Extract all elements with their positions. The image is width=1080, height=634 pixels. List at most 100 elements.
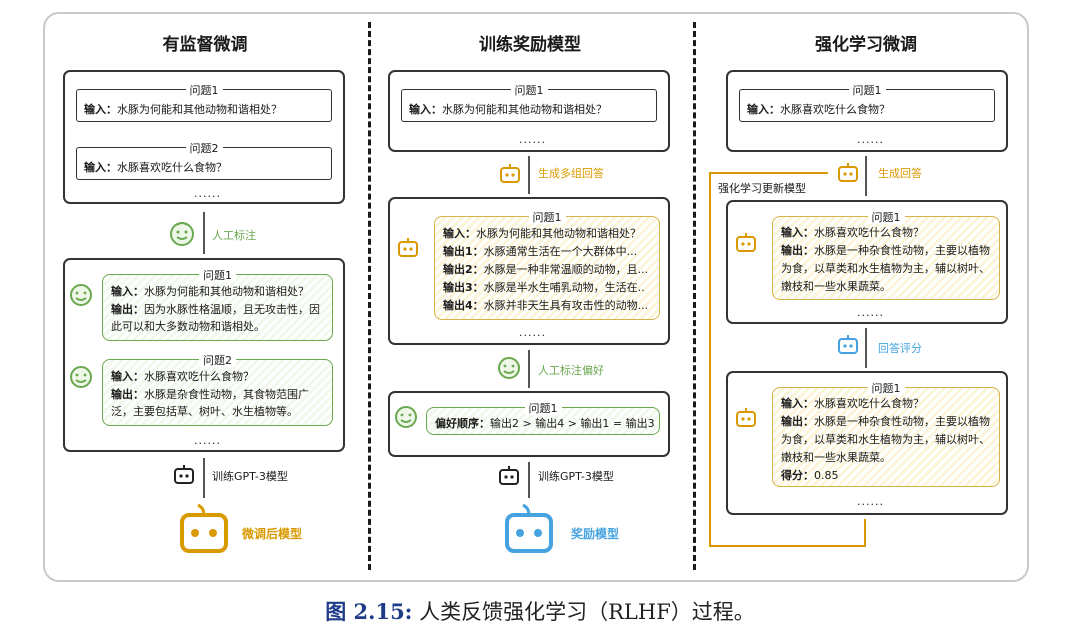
- sft-questions-box: 问题1 输入：水豚为何能和其他动物和谐相处？ 问题2 输入：水豚喜欢吃什么食物？…: [63, 70, 345, 204]
- sft-arrow-2: [203, 458, 205, 498]
- human-face-icon: [170, 222, 194, 246]
- input-text: 水豚喜欢吃什么食物？: [814, 397, 924, 410]
- output-text: 为食，以草类和水生植物为主，辅以树叶、: [781, 433, 990, 446]
- column-divider-1: [368, 22, 371, 570]
- output-label: 输出：: [781, 244, 814, 257]
- rm-multi-answers: 问题1 输入：水豚为何能和其他动物和谐相处？ 输出1：水豚通常生活在一个大群体中…: [434, 211, 660, 320]
- question-head: 问题2: [199, 354, 236, 367]
- output-label: 输出1：: [443, 245, 484, 258]
- ellipsis: ......: [194, 434, 221, 447]
- figure-caption-text: 人类反馈强化学习（RLHF）过程。: [419, 600, 755, 624]
- output-text: 水豚是一种杂食性动物，主要以植物: [814, 415, 990, 428]
- question-head: 问题1: [867, 211, 905, 224]
- human-face-icon: [498, 357, 520, 379]
- robot-icon: [838, 163, 858, 182]
- input-text: 水豚喜欢吃什么食物？: [144, 370, 254, 383]
- input-text: 水豚为何能和其他动物和谐相处？: [144, 285, 309, 298]
- question-head: 问题1: [185, 84, 223, 97]
- rl-generated-answer: 问题1 输入：水豚喜欢吃什么食物？ 输出：水豚是一种杂食性动物，主要以植物 为食…: [772, 211, 1000, 300]
- input-label: 输入：: [84, 161, 117, 174]
- rl-scored-answer: 问题1 输入：水豚喜欢吃什么食物？ 输出：水豚是一种杂食性动物，主要以植物 为食…: [772, 382, 1000, 487]
- output-text: 嫩枝和一些水果蔬菜。: [781, 451, 891, 464]
- robot-icon: [499, 466, 519, 485]
- sft-answer-2: 问题2 输入：水豚喜欢吃什么食物？ 输出：水豚是杂食性动物，其食物范围广 泛，主…: [102, 354, 333, 426]
- question-head: 问题2: [185, 142, 223, 155]
- score-label: 得分：: [781, 469, 814, 482]
- rm-answers-box: 问题1 输入：水豚为何能和其他动物和谐相处？ 输出1：水豚通常生活在一个大群体中…: [388, 197, 670, 345]
- input-text: 水豚喜欢吃什么食物？: [780, 103, 890, 116]
- question-head: 问题1: [528, 211, 566, 224]
- rl-update-loop-line: [709, 172, 866, 547]
- column-title-rm: 训练奖励模型: [479, 35, 581, 55]
- input-label: 输入：: [443, 227, 476, 240]
- rm-rank-box: 问题1 偏好顺序：输出2 > 输出4 > 输出1 = 输出3: [388, 391, 670, 457]
- rank-text: 输出2 > 输出4 > 输出1 = 输出3: [490, 417, 655, 430]
- output-text: 水豚并非天生具有攻击性的动物...: [483, 299, 649, 312]
- prefer-label: 人工标注偏好: [538, 364, 604, 377]
- robot-icon: [736, 233, 756, 252]
- rm-arrow-2: [528, 350, 530, 388]
- output-text: 此可以和大多数动物和谐相处。: [111, 320, 265, 333]
- reward-robot-icon: [838, 335, 858, 354]
- output-text: 水豚是一种非常温顺的动物，且...: [483, 263, 649, 276]
- ellipsis: ......: [857, 306, 884, 319]
- sft-question-2: 问题2 输入：水豚喜欢吃什么食物？: [76, 142, 332, 180]
- question-head: 问题1: [510, 84, 548, 97]
- output-text: 因为水豚性格温顺，且无攻击性，因: [144, 303, 320, 316]
- rm-arrow-3: [528, 462, 530, 498]
- question-head: 问题1: [524, 402, 562, 415]
- column-title-rl: 强化学习微调: [815, 35, 917, 55]
- ellipsis: ......: [857, 495, 884, 508]
- finetuned-robot-icon: [180, 503, 228, 553]
- output-text: 水豚通常生活在一个大群体中...: [483, 245, 638, 258]
- output-label: 输出2：: [443, 263, 484, 276]
- human-face-icon: [395, 406, 417, 428]
- robot-icon: [398, 238, 418, 257]
- generate-label: 生成多组回答: [538, 167, 604, 180]
- sft-answer-1: 问题1 输入：水豚为何能和其他动物和谐相处？ 输出：因为水豚性格温顺，且无攻击性…: [102, 269, 333, 341]
- robot-icon: [174, 465, 194, 484]
- output-label: 输出：: [111, 303, 144, 316]
- input-label: 输入：: [409, 103, 442, 116]
- robot-icon: [736, 408, 756, 427]
- column-divider-2: [693, 22, 696, 570]
- robot-icon: [500, 164, 520, 183]
- output-label: 输出3：: [443, 281, 484, 294]
- input-text: 水豚为何能和其他动物和谐相处？: [476, 227, 641, 240]
- rm-arrow-1: [528, 156, 530, 194]
- reward-model-label: 奖励模型: [571, 527, 620, 541]
- input-label: 输入：: [111, 285, 144, 298]
- score-step-label: 回答评分: [878, 342, 922, 355]
- input-label: 输入：: [84, 103, 117, 116]
- input-text: 水豚为何能和其他动物和谐相处？: [442, 103, 607, 116]
- rl-question-box: 问题1 输入：水豚喜欢吃什么食物？ ......: [726, 70, 1008, 152]
- human-face-icon: [70, 284, 92, 306]
- input-label: 输入：: [781, 226, 814, 239]
- rank-label: 偏好顺序：: [435, 417, 490, 430]
- output-label: 输出：: [781, 415, 814, 428]
- rm-preference-rank: 问题1 偏好顺序：输出2 > 输出4 > 输出1 = 输出3: [426, 402, 660, 435]
- ellipsis: ......: [519, 326, 546, 339]
- generate-label: 生成回答: [878, 167, 922, 180]
- sft-question-1: 问题1 输入：水豚为何能和其他动物和谐相处？: [76, 84, 332, 122]
- input-label: 输入：: [111, 370, 144, 383]
- input-label: 输入：: [747, 103, 780, 116]
- output-text: 水豚是杂食性动物，其食物范围广: [144, 388, 309, 401]
- sft-arrow-1: [203, 212, 205, 254]
- column-title-sft: 有监督微调: [162, 35, 248, 55]
- rm-question-1: 问题1 输入：水豚为何能和其他动物和谐相处？: [401, 84, 657, 122]
- input-text: 水豚喜欢吃什么食物？: [117, 161, 227, 174]
- output-label: 输出：: [111, 388, 144, 401]
- input-label: 输入：: [781, 397, 814, 410]
- figure-number: 图 2.15:: [325, 599, 413, 624]
- question-head: 问题1: [199, 269, 236, 282]
- ellipsis: ......: [194, 187, 221, 200]
- ellipsis: ......: [857, 133, 884, 146]
- finetuned-model-label: 微调后模型: [242, 527, 303, 541]
- reward-robot-icon: [505, 503, 553, 553]
- ellipsis: ......: [519, 133, 546, 146]
- output-label: 输出4：: [443, 299, 484, 312]
- output-text: 为食，以草类和水生植物为主，辅以树叶、: [781, 262, 990, 275]
- rl-scored-box: 问题1 输入：水豚喜欢吃什么食物？ 输出：水豚是一种杂食性动物，主要以植物 为食…: [726, 371, 1008, 515]
- sft-answers-box: 问题1 输入：水豚为何能和其他动物和谐相处？ 输出：因为水豚性格温顺，且无攻击性…: [63, 258, 345, 452]
